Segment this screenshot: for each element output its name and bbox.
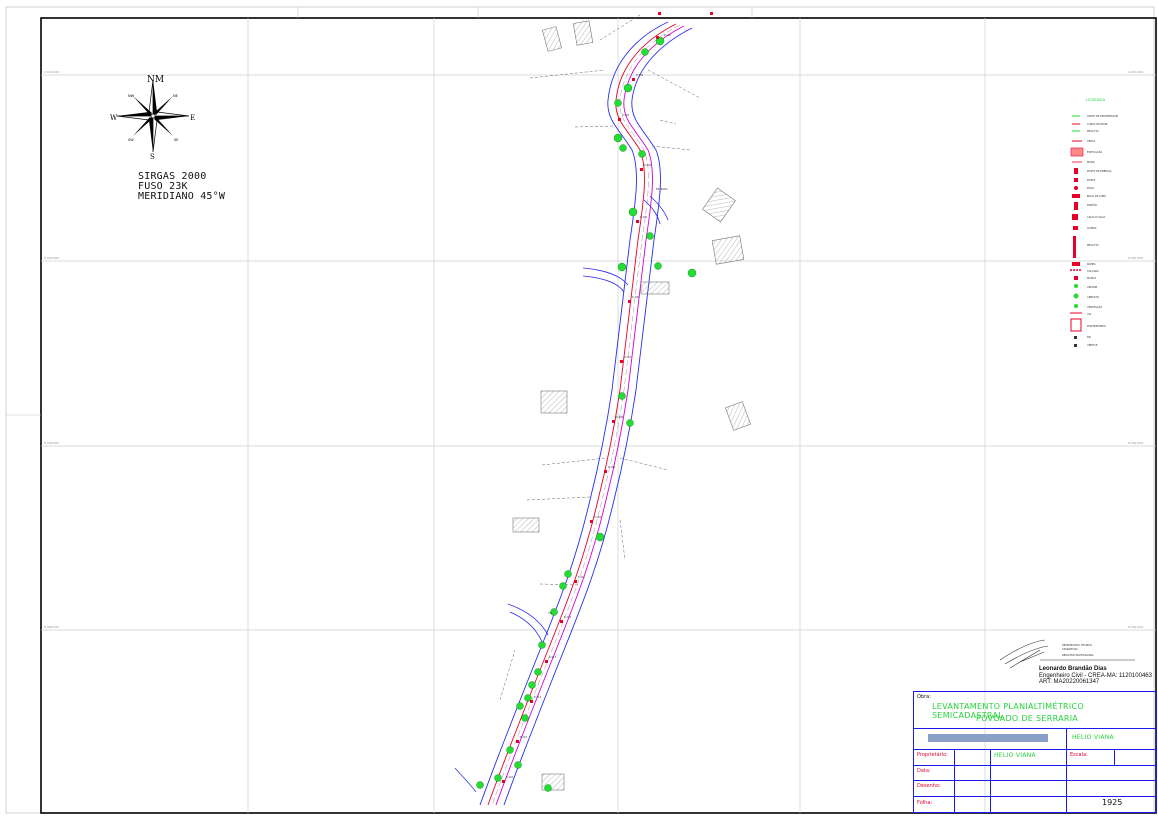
east-label: E bbox=[190, 114, 195, 122]
nw-label: NW bbox=[128, 94, 135, 98]
svg-text:P-102: P-102 bbox=[636, 73, 644, 77]
obra-label: Obra: bbox=[917, 694, 931, 700]
svg-text:P-101: P-101 bbox=[664, 33, 672, 37]
svg-text:RAMPA: RAMPA bbox=[1087, 262, 1096, 266]
folha-label: Folha: bbox=[917, 800, 933, 806]
svg-text:P-104: P-104 bbox=[644, 163, 652, 167]
meridian-label: MERIDIANO 45°W bbox=[138, 191, 226, 202]
svg-text:8.999.400: 8.999.400 bbox=[1128, 625, 1143, 629]
projection-info: SIRGAS 2000 FUSO 23K MERIDIANO 45°W bbox=[138, 172, 225, 202]
svg-text:P-111: P-111 bbox=[578, 575, 586, 579]
signature-graphic bbox=[999, 639, 1135, 669]
area-value: 1925 bbox=[1102, 798, 1123, 807]
drawing-frame bbox=[40, 17, 1157, 814]
datum-label: SIRGAS 2000 bbox=[138, 171, 207, 182]
svg-text:MURO: MURO bbox=[1087, 160, 1095, 164]
svg-text:POSTE: POSTE bbox=[1087, 178, 1096, 182]
title-block: Obra: LEVANTAMENTO PLANIALTIMÉTRICO SEMI… bbox=[913, 691, 1157, 814]
sw-label: SW bbox=[128, 138, 134, 142]
svg-text:8.999.800: 8.999.800 bbox=[44, 256, 59, 260]
project-title-line1: LEVANTAMENTO PLANIALTIMÉTRICO SEMICADAST… bbox=[932, 702, 1085, 720]
svg-text:PORTÃO: PORTÃO bbox=[1087, 202, 1097, 207]
svg-text:CURVA DE NÍVEL: CURVA DE NÍVEL bbox=[1087, 121, 1108, 126]
fuso-label: FUSO 23K bbox=[138, 181, 188, 192]
west-label: W bbox=[110, 114, 118, 122]
pole-markers bbox=[502, 12, 713, 783]
desenho-label: Desenho: bbox=[917, 783, 941, 789]
svg-text:RESPONSÁVEL TÉCNICO: RESPONSÁVEL TÉCNICO bbox=[1062, 642, 1092, 647]
engineer-role: Engenheiro Civil - CREA-MA: 1120100463 bbox=[1039, 672, 1152, 679]
svg-text:8.999.400: 8.999.400 bbox=[44, 625, 59, 629]
svg-text:LIXEIRA: LIXEIRA bbox=[1087, 226, 1097, 230]
svg-text:P-103: P-103 bbox=[622, 113, 630, 117]
road-corridor bbox=[454, 21, 693, 806]
svg-text:P-109: P-109 bbox=[608, 465, 616, 469]
svg-text:EDIFICAÇÃO: EDIFICAÇÃO bbox=[1087, 149, 1102, 154]
project-title-line2: POVOADO DE SERRARIA bbox=[976, 714, 1079, 723]
svg-text:VIA: VIA bbox=[1087, 312, 1091, 316]
compass-rose-icon bbox=[116, 79, 190, 153]
engineer-art: ART: MA20220061347 bbox=[1039, 679, 1100, 685]
se-label: SE bbox=[174, 138, 178, 142]
svg-text:MEIO-FIO: MEIO-FIO bbox=[1087, 129, 1099, 133]
svg-text:P-106: P-106 bbox=[632, 295, 640, 299]
responsible-name-2: HELIO VIANA bbox=[994, 752, 1036, 759]
svg-text:8.999.800: 8.999.800 bbox=[1128, 256, 1143, 260]
svg-text:MEIO-FIO: MEIO-FIO bbox=[1087, 243, 1099, 247]
svg-text:P-110: P-110 bbox=[594, 515, 602, 519]
svg-text:P-105: P-105 bbox=[640, 215, 648, 219]
south-label: S bbox=[150, 153, 155, 161]
svg-text:P-112: P-112 bbox=[564, 615, 572, 619]
svg-text:RN: RN bbox=[1087, 335, 1091, 339]
proprietario-label: Proprietário: bbox=[917, 752, 948, 758]
svg-text:CERCA: CERCA bbox=[1087, 139, 1096, 143]
svg-text:CAIXA D'ÁGUA: CAIXA D'ÁGUA bbox=[1087, 214, 1105, 219]
svg-text:P-113: P-113 bbox=[549, 655, 557, 659]
svg-text:POSTE DE ENERGIA: POSTE DE ENERGIA bbox=[1087, 169, 1112, 173]
svg-text:CALÇADA: CALÇADA bbox=[1087, 269, 1099, 273]
property-lines bbox=[499, 14, 701, 701]
svg-text:LIMITE DE PROPRIEDADE: LIMITE DE PROPRIEDADE bbox=[1087, 114, 1119, 118]
svg-text:P-107: P-107 bbox=[624, 355, 632, 359]
hatched-building-icon bbox=[512, 20, 751, 791]
svg-text:VIA: VIA bbox=[548, 611, 552, 615]
engineer-signature: Leonardo Brandão Dias Engenheiro Civil -… bbox=[1039, 666, 1152, 686]
svg-text:VEGETAÇÃO: VEGETAÇÃO bbox=[1087, 304, 1102, 309]
svg-text:ESTRADA: ESTRADA bbox=[656, 187, 668, 191]
svg-text:ASSINATURA: ASSINATURA bbox=[1062, 647, 1078, 651]
svg-text:ÁRVORE: ÁRVORE bbox=[1087, 284, 1098, 289]
escala-label: Escala: bbox=[1070, 752, 1088, 758]
data-label: Data: bbox=[917, 768, 931, 774]
svg-text:9.000.000: 9.000.000 bbox=[1128, 70, 1143, 74]
svg-text:P-114: P-114 bbox=[534, 695, 542, 699]
svg-text:PONTE/BUEIRO: PONTE/BUEIRO bbox=[1087, 324, 1106, 328]
svg-text:REGISTRO PROFISSIONAL: REGISTRO PROFISSIONAL bbox=[1062, 653, 1094, 657]
svg-text:P-116: P-116 bbox=[506, 775, 514, 779]
svg-text:8.999.600: 8.999.600 bbox=[44, 441, 59, 445]
svg-text:ARBUSTO: ARBUSTO bbox=[1087, 295, 1099, 299]
svg-text:9.000.000: 9.000.000 bbox=[44, 70, 59, 74]
coordinate-grid bbox=[41, 18, 1156, 813]
svg-text:POÇO: POÇO bbox=[1087, 186, 1094, 190]
north-label: NM bbox=[147, 75, 164, 85]
svg-text:BOCA DE LOBO: BOCA DE LOBO bbox=[1087, 194, 1106, 198]
legend-title: LEGENDA bbox=[1086, 97, 1106, 102]
svg-text:P-115: P-115 bbox=[520, 735, 528, 739]
svg-text:VÉRTICE: VÉRTICE bbox=[1087, 342, 1098, 347]
svg-text:P-108: P-108 bbox=[616, 415, 624, 419]
client-logo-bar bbox=[928, 734, 1048, 742]
engineer-name: Leonardo Brandão Dias bbox=[1039, 666, 1107, 672]
svg-text:8.999.600: 8.999.600 bbox=[1128, 441, 1143, 445]
map-legend: LIMITE DE PROPRIEDADE CURVA DE NÍVEL MEIO-… bbox=[1070, 114, 1119, 347]
responsible-name: HELIO VIANA bbox=[1072, 734, 1114, 741]
svg-text:MARCO: MARCO bbox=[1087, 276, 1096, 280]
ne-label: NE bbox=[173, 94, 178, 98]
tree-symbol-icon bbox=[476, 36, 697, 792]
grid-labels: 9.000.000 8.999.800 8.999.600 8.999.400 9.0… bbox=[44, 70, 1143, 629]
